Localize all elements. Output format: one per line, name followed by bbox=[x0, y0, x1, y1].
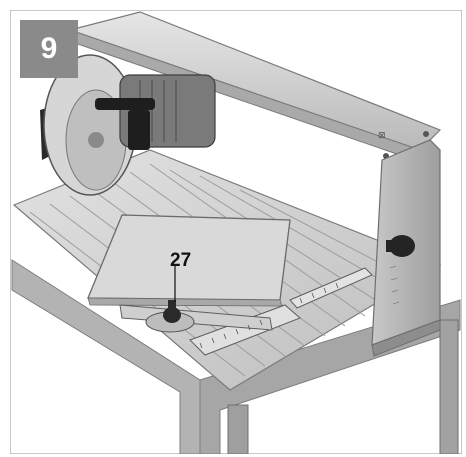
tile-saw-illustration: ⊠ bbox=[10, 10, 462, 454]
support-post bbox=[371, 139, 441, 357]
callout-leader bbox=[174, 265, 176, 302]
angle-knob bbox=[145, 300, 195, 333]
step-number-badge: 9 bbox=[20, 20, 78, 78]
callout-label-27: 27 bbox=[170, 250, 192, 271]
saw-head bbox=[40, 54, 216, 196]
sliding-plate bbox=[87, 214, 291, 307]
guide-rails bbox=[119, 267, 373, 356]
svg-text:⊠: ⊠ bbox=[378, 131, 386, 141]
figure-frame: ⊠ 9 bbox=[10, 10, 462, 454]
